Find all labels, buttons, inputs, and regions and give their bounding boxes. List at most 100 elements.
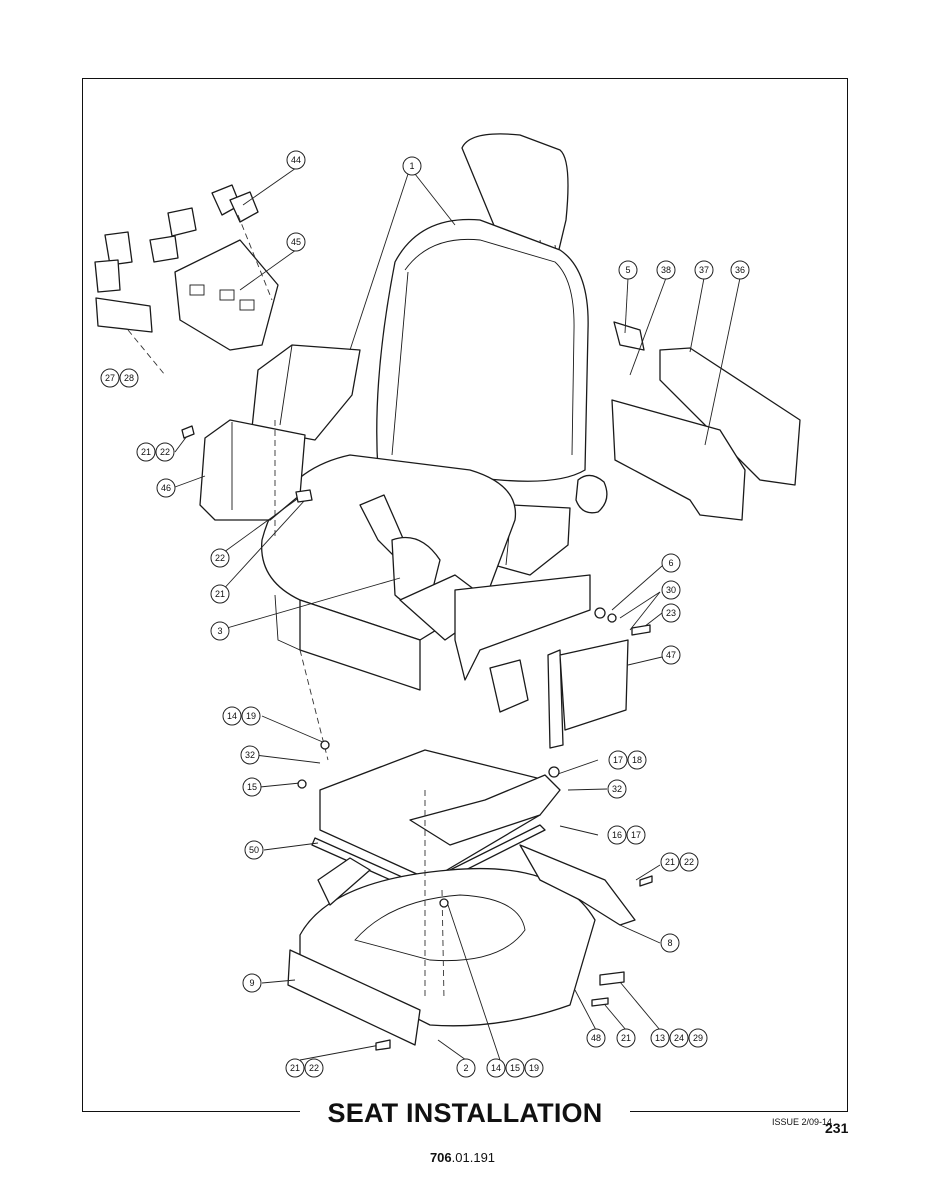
svg-text:19: 19 xyxy=(246,711,256,721)
svg-text:15: 15 xyxy=(247,782,257,792)
seat-backrest xyxy=(376,218,608,514)
callout-14: 14 xyxy=(486,1058,506,1078)
title-bar: SEAT INSTALLATION xyxy=(300,1097,630,1129)
callout-21: 21 xyxy=(285,1058,305,1078)
svg-text:23: 23 xyxy=(666,608,676,618)
seat-frame-brackets xyxy=(454,574,629,749)
callout-46: 46 xyxy=(156,478,176,498)
callout-21: 21 xyxy=(210,584,230,604)
svg-text:21: 21 xyxy=(621,1033,631,1043)
svg-text:1: 1 xyxy=(409,161,414,171)
svg-text:16: 16 xyxy=(612,830,622,840)
svg-text:19: 19 xyxy=(529,1063,539,1073)
callout-15: 15 xyxy=(505,1058,525,1078)
document-reference: 706.01.191 xyxy=(0,1150,925,1165)
doc-ref-bold: 706 xyxy=(429,1150,452,1165)
callout-13: 13 xyxy=(650,1028,670,1048)
svg-text:29: 29 xyxy=(693,1033,703,1043)
callout-18: 18 xyxy=(627,750,647,770)
svg-text:3: 3 xyxy=(217,626,222,636)
callout-38: 38 xyxy=(656,260,676,280)
svg-text:14: 14 xyxy=(491,1063,501,1073)
callout-50: 50 xyxy=(244,840,264,860)
callout-45: 45 xyxy=(286,232,306,252)
callout-30: 30 xyxy=(661,580,681,600)
svg-text:17: 17 xyxy=(631,830,641,840)
svg-text:15: 15 xyxy=(510,1063,520,1073)
callout-27: 27 xyxy=(100,368,120,388)
callout-22: 22 xyxy=(304,1058,324,1078)
callout-44: 44 xyxy=(286,150,306,170)
callout-19: 19 xyxy=(524,1058,544,1078)
fasteners xyxy=(181,425,653,1051)
svg-text:47: 47 xyxy=(666,650,676,660)
leader-lines xyxy=(174,167,741,1061)
page-number: 231 xyxy=(825,1120,849,1136)
left-armrest xyxy=(251,344,361,441)
callout-37: 37 xyxy=(694,260,714,280)
callout-1: 1 xyxy=(402,156,422,176)
callout-29: 29 xyxy=(688,1028,708,1048)
callout-21: 21 xyxy=(660,852,680,872)
svg-text:44: 44 xyxy=(291,155,301,165)
svg-text:22: 22 xyxy=(215,553,225,563)
svg-text:18: 18 xyxy=(632,755,642,765)
svg-text:30: 30 xyxy=(666,585,676,595)
callout-22: 22 xyxy=(155,442,175,462)
svg-text:21: 21 xyxy=(141,447,151,457)
page-title: SEAT INSTALLATION xyxy=(327,1097,603,1128)
svg-text:21: 21 xyxy=(290,1063,300,1073)
callout-2: 2 xyxy=(456,1058,476,1078)
svg-text:21: 21 xyxy=(215,589,225,599)
svg-text:2: 2 xyxy=(463,1063,468,1073)
right-console-panel xyxy=(611,321,801,521)
svg-text:48: 48 xyxy=(591,1033,601,1043)
callout-9: 9 xyxy=(242,973,262,993)
svg-text:5: 5 xyxy=(625,265,630,275)
callout-17: 17 xyxy=(626,825,646,845)
svg-text:22: 22 xyxy=(160,447,170,457)
svg-text:28: 28 xyxy=(124,373,134,383)
callout-21: 21 xyxy=(616,1028,636,1048)
callout-32: 32 xyxy=(607,779,627,799)
svg-text:22: 22 xyxy=(684,857,694,867)
svg-text:13: 13 xyxy=(655,1033,665,1043)
callout-22: 22 xyxy=(210,548,230,568)
svg-text:46: 46 xyxy=(161,483,171,493)
callout-15: 15 xyxy=(242,777,262,797)
switch-panel xyxy=(174,239,279,351)
callout-22: 22 xyxy=(679,852,699,872)
issue-label: ISSUE 2/09-14 xyxy=(772,1117,833,1127)
callout-23: 23 xyxy=(661,603,681,623)
callout-16: 16 xyxy=(607,825,627,845)
callout-28: 28 xyxy=(119,368,139,388)
callout-5: 5 xyxy=(618,260,638,280)
callout-14: 14 xyxy=(222,706,242,726)
svg-text:17: 17 xyxy=(613,755,623,765)
callout-21: 21 xyxy=(136,442,156,462)
callout-24: 24 xyxy=(669,1028,689,1048)
callout-47: 47 xyxy=(661,645,681,665)
svg-text:32: 32 xyxy=(245,750,255,760)
callout-19: 19 xyxy=(241,706,261,726)
svg-text:21: 21 xyxy=(665,857,675,867)
svg-text:24: 24 xyxy=(674,1033,684,1043)
svg-text:38: 38 xyxy=(661,265,671,275)
callout-48: 48 xyxy=(586,1028,606,1048)
callout-36: 36 xyxy=(730,260,750,280)
callout-6: 6 xyxy=(661,553,681,573)
callout-17: 17 xyxy=(608,750,628,770)
turntable-base xyxy=(287,844,636,1046)
svg-text:8: 8 xyxy=(667,938,672,948)
doc-ref-rest: .01.191 xyxy=(451,1150,496,1165)
callout-3: 3 xyxy=(210,621,230,641)
callout-32: 32 xyxy=(240,745,260,765)
svg-text:22: 22 xyxy=(309,1063,319,1073)
svg-text:32: 32 xyxy=(612,784,622,794)
callout-8: 8 xyxy=(660,933,680,953)
svg-text:27: 27 xyxy=(105,373,115,383)
svg-text:6: 6 xyxy=(668,558,673,568)
svg-text:45: 45 xyxy=(291,237,301,247)
svg-text:36: 36 xyxy=(735,265,745,275)
